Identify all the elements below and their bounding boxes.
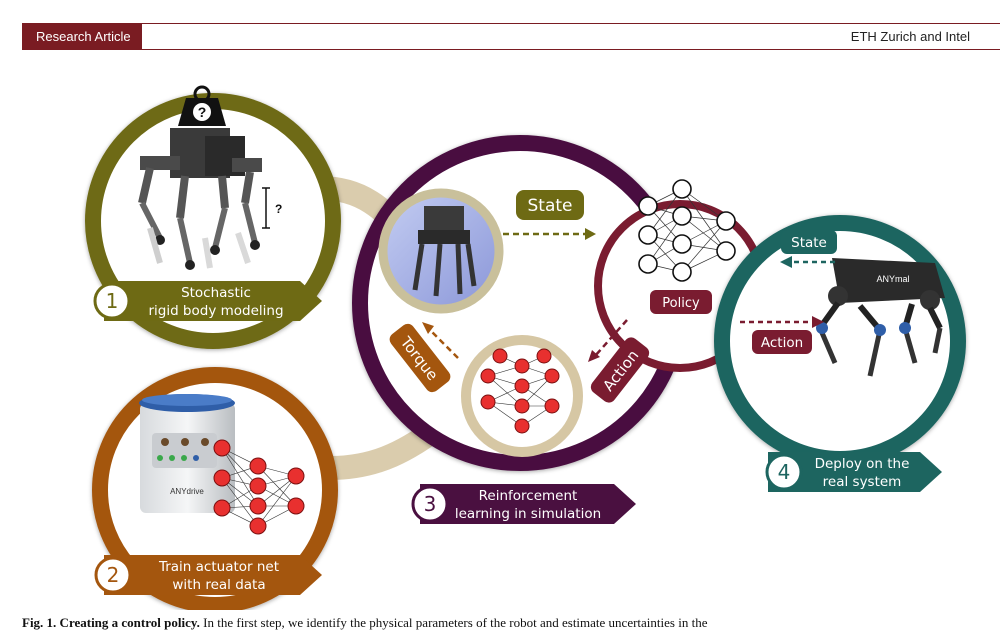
sim-action-badge <box>590 337 650 403</box>
policy-net-nodes <box>638 179 736 282</box>
step1-number-badge <box>93 282 131 320</box>
step2-label-line2: with real data <box>172 577 265 593</box>
robot-brand: ANYmal <box>876 274 909 284</box>
inner-net-nodes <box>480 348 560 434</box>
header-rule-top <box>22 23 1000 24</box>
caption-title: Fig. 1. Creating a control policy. <box>22 615 200 630</box>
step4-number: 4 <box>778 460 791 484</box>
step4-label-line2: real system <box>823 474 902 490</box>
step1-label-line1: Stochastic <box>181 285 251 301</box>
real-action-badge <box>752 330 812 354</box>
step2-number: 2 <box>107 563 120 587</box>
actuator-net-nodes <box>213 439 305 535</box>
step1-number: 1 <box>106 289 119 313</box>
step3-group: Policy State Action <box>352 135 766 524</box>
step4-number-badge <box>765 453 803 491</box>
step2-group: ANYdrive 2 Train actuator net with real … <box>92 367 338 610</box>
overview-figure: ? ? 1 Stochastic rigid body modeling <box>85 85 966 610</box>
step4-label-line1: Deploy on the <box>815 456 910 472</box>
header-rule-bottom <box>22 49 1000 50</box>
step3-number: 3 <box>424 492 437 516</box>
figure-caption: Fig. 1. Creating a control policy. In th… <box>22 615 1000 631</box>
torque-arrow <box>429 329 459 359</box>
step2-label-banner <box>104 555 322 595</box>
policy-badge <box>650 290 712 314</box>
step4-group: ANYmal State Action 4 Deploy on the <box>714 215 966 492</box>
step1-label-banner <box>104 281 322 321</box>
step3-label-line1: Reinforcement <box>479 488 578 504</box>
inner-actuator-ring <box>461 335 583 457</box>
step1-group: ? ? 1 Stochastic rigid body modeling <box>85 85 341 349</box>
rigid-body-robot-icon <box>138 128 262 270</box>
torque-badge <box>389 323 451 393</box>
step3-label-line2: learning in simulation <box>455 506 601 522</box>
mass-question-mark: ? <box>198 104 207 120</box>
actuator-icon: ANYdrive <box>139 394 235 513</box>
real-state-label: State <box>791 235 827 251</box>
step1-label-line2: rigid body modeling <box>148 303 283 319</box>
real-action-label: Action <box>761 335 803 351</box>
step2-number-badge <box>94 556 132 594</box>
policy-label: Policy <box>662 296 700 311</box>
simulated-robot-icon <box>412 206 477 297</box>
real-robot-icon: ANYmal <box>816 258 945 377</box>
article-type-badge: Research Article <box>22 23 142 50</box>
step3-label-banner <box>420 484 636 524</box>
step2-label-line1: Train actuator net <box>158 559 279 575</box>
sim-state-label: State <box>528 196 573 216</box>
sim-state-badge <box>516 190 584 220</box>
real-state-badge <box>781 230 837 254</box>
dimension-question-mark: ? <box>275 202 282 216</box>
caption-text: In the first step, we identify the physi… <box>203 615 708 630</box>
step4-label-banner <box>768 452 942 492</box>
unknown-mass-icon: ? <box>178 85 226 126</box>
sim-action-arrow <box>594 319 628 357</box>
step3-number-badge <box>411 485 449 523</box>
affiliation-label: ETH Zurich and Intel <box>850 29 970 44</box>
actuator-brand: ANYdrive <box>170 487 204 496</box>
